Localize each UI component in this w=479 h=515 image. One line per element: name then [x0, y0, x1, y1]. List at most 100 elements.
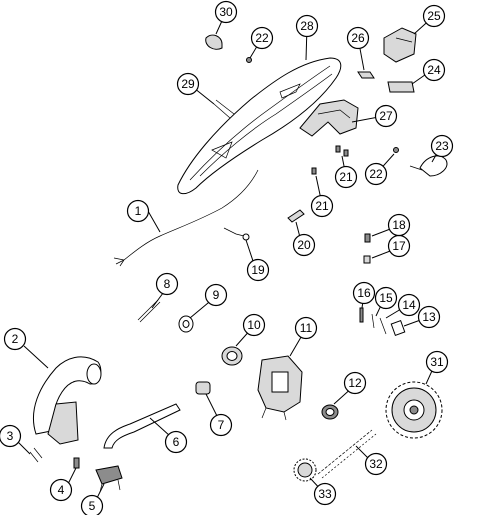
callout-28: 28	[295, 14, 319, 38]
clip-part	[357, 71, 375, 79]
callout-label: 6	[173, 435, 180, 449]
callout-label: 30	[219, 5, 233, 19]
callout-18: 18	[387, 213, 411, 237]
rear-fender-part	[177, 57, 342, 195]
rear-sprocket-part	[385, 381, 443, 439]
callout-8: 8	[155, 272, 179, 296]
callout-label: 18	[392, 218, 406, 232]
callout-label: 17	[392, 239, 406, 253]
callout-label: 9	[213, 288, 220, 302]
relay-part	[287, 209, 305, 223]
callout-10: 10	[242, 313, 266, 337]
callout-7: 7	[209, 413, 233, 437]
bolt-small-part	[359, 307, 387, 335]
callout-22b: 22	[364, 162, 388, 186]
seal-part	[321, 404, 339, 420]
callout-label: 13	[422, 310, 436, 324]
callout-label: 25	[427, 9, 441, 23]
callout-30: 30	[214, 0, 238, 24]
callout-label: 26	[351, 31, 365, 45]
callout-label: 20	[297, 238, 311, 252]
callout-label: 29	[181, 77, 195, 91]
connector-box-part	[383, 27, 417, 63]
sleeve-part	[390, 320, 406, 336]
callout-label: 21	[315, 199, 329, 213]
chain-part	[317, 429, 377, 479]
callout-label: 32	[369, 457, 383, 471]
callout-label: 31	[430, 355, 444, 369]
front-sprocket-part	[293, 458, 317, 482]
washer-part	[246, 57, 399, 153]
callout-label: 22	[369, 167, 383, 181]
sensor-part	[223, 227, 250, 241]
callout-label: 10	[247, 318, 261, 332]
callout-label: 14	[402, 298, 416, 312]
callout-21a: 21	[334, 165, 358, 189]
callout-label: 23	[435, 139, 449, 153]
callout-label: 16	[357, 286, 371, 300]
callout-label: 15	[379, 291, 393, 305]
callout-label: 11	[300, 321, 313, 335]
callout-1: 1	[126, 199, 150, 223]
callout-14: 14	[397, 293, 421, 317]
callout-11: 11	[294, 316, 318, 340]
callout-20: 20	[292, 233, 316, 257]
callout-label: 12	[348, 376, 362, 390]
reflector-part	[409, 155, 448, 177]
callout-29: 29	[176, 72, 200, 96]
callout-17: 17	[387, 234, 411, 258]
callout-label: 8	[164, 277, 171, 291]
fitting-part	[73, 457, 80, 469]
ring-washer-part	[178, 315, 194, 333]
fitting-cap-part	[195, 381, 211, 395]
callout-21b: 21	[310, 194, 334, 218]
callout-26: 26	[346, 26, 370, 50]
callout-label: 1	[135, 204, 142, 218]
callout-6: 6	[164, 430, 188, 454]
callout-label: 19	[251, 263, 265, 277]
callouts: 1 2 3 4 5 6 7 8 9 10 11 12 13 14 15 16 1…	[0, 0, 454, 515]
callout-label: 27	[379, 109, 393, 123]
callout-label: 5	[89, 499, 96, 513]
callout-label: 28	[300, 19, 314, 33]
callout-4: 4	[49, 478, 73, 502]
carburetor-part	[257, 355, 303, 421]
mount-part	[95, 465, 123, 493]
callout-label: 24	[427, 63, 441, 77]
wiring-cable-part	[113, 169, 259, 267]
license-bracket-part	[299, 99, 359, 137]
connector-part	[363, 233, 371, 264]
callout-16: 16	[352, 281, 376, 305]
callout-9: 9	[204, 283, 228, 307]
callout-label: 7	[218, 418, 225, 432]
callout-label: 4	[58, 483, 65, 497]
callout-2: 2	[3, 327, 27, 351]
callout-22a: 22	[250, 26, 274, 50]
callout-label: 21	[339, 170, 353, 184]
callout-33: 33	[313, 482, 337, 506]
callout-5: 5	[80, 494, 104, 515]
exhaust-header-part	[32, 356, 102, 445]
stud-part	[29, 447, 43, 463]
callout-31: 31	[425, 350, 449, 374]
callout-23: 23	[430, 134, 454, 158]
callout-3: 3	[0, 424, 22, 448]
callout-25: 25	[422, 4, 446, 28]
callout-label: 3	[7, 429, 14, 443]
tube-part	[103, 403, 181, 449]
callout-12: 12	[343, 371, 367, 395]
callout-27: 27	[374, 104, 398, 128]
bushing-part	[221, 346, 243, 366]
callout-label: 33	[318, 487, 332, 501]
bolt-part	[311, 145, 349, 175]
pin-part	[137, 299, 161, 323]
callout-19: 19	[246, 258, 270, 282]
callout-15: 15	[374, 286, 398, 310]
callout-label: 2	[12, 332, 19, 346]
cap-part	[205, 34, 223, 50]
callout-32: 32	[364, 452, 388, 476]
plate-part	[387, 81, 415, 93]
callout-24: 24	[422, 58, 446, 82]
callout-13: 13	[417, 305, 441, 329]
